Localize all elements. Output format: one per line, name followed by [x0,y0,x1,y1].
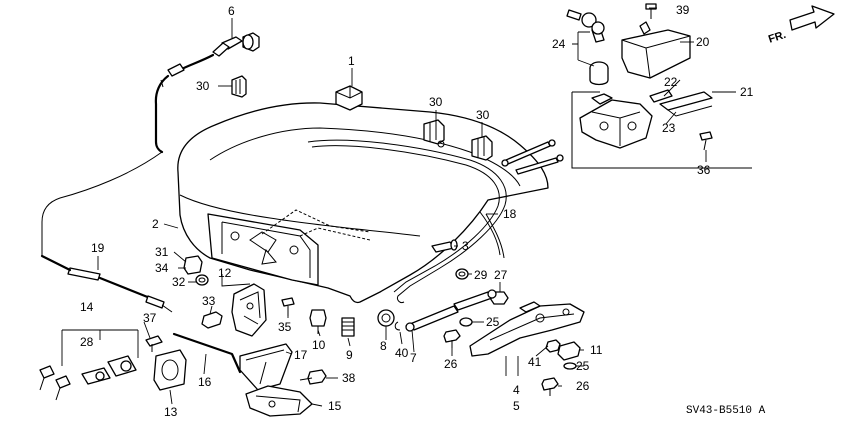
callout-28: 28 [80,335,94,349]
callout-38: 38 [342,371,356,385]
callout-20: 20 [696,35,710,49]
callout-10: 10 [312,338,326,352]
callout-11: 11 [590,343,603,357]
lock-cylinder [589,61,609,86]
cable-clip-left [231,75,247,98]
callout-24: 24 [552,37,566,51]
callout-33: 33 [202,294,216,308]
callout-7: 7 [410,351,417,365]
callout-6: 6 [228,4,235,18]
latch-group-bracket [571,91,752,169]
screw-36 [699,131,713,151]
screw-37 [145,335,163,352]
lock-keys [566,9,605,43]
callout-16: 16 [198,375,212,389]
callout-15: 15 [328,399,342,413]
latch-rod [172,332,242,374]
callout-3: 3 [462,239,469,253]
callout-41: 41 [528,355,542,369]
callout-5: 5 [513,399,520,413]
oring-25-lower [563,362,577,370]
bolt-38 [299,369,327,385]
callout-35: 35 [278,320,292,334]
callout-37: 37 [143,311,157,325]
bolt-3 [431,239,458,253]
nut-41 [545,339,561,353]
clip-40 [394,321,401,331]
direction-label: FR. [767,29,788,46]
trunk-handle [239,343,293,391]
trunk-bumper [335,85,363,111]
callout-12: 12 [218,266,232,280]
bumper-8 [377,309,395,327]
screw-35 [281,297,295,316]
bolt-26-right [541,377,559,396]
callout-40: 40 [395,346,409,360]
key-cylinder-28 [81,355,137,385]
harness-clip-center [423,119,445,148]
callout-27: 27 [494,268,508,282]
oring-25-upper [459,317,473,327]
key-set-14 [39,365,71,401]
callout-13: 13 [164,405,178,419]
gas-strut [405,289,497,332]
callout-23: 23 [662,121,676,135]
callout-30-right: 30 [476,108,490,122]
trunk-weatherstrip [307,139,507,303]
lock-plate-13 [153,349,187,391]
callout-26-left: 26 [444,357,458,371]
spring-9 [341,317,355,337]
callout-32: 32 [172,275,186,289]
striker-15 [245,385,313,417]
lock-cover [621,21,691,79]
harness-clip-right [471,135,493,161]
grommet-29 [455,268,469,280]
cap-31 [183,255,203,275]
trunk-lid [177,102,549,304]
callout-34: 34 [155,261,169,275]
callout-30-center: 30 [429,95,443,109]
screw-39 [645,3,657,19]
callout-14: 14 [80,300,94,314]
callout-25-upper: 25 [486,315,500,329]
callout-25-lower: 25 [576,359,590,373]
callout-36: 36 [697,163,711,177]
callout-21: 21 [740,85,754,99]
opener-cable [40,151,173,313]
bolt-26-left [443,329,461,348]
callout-26-right: 26 [576,379,590,393]
callout-22: 22 [664,75,678,89]
callout-2: 2 [152,217,159,231]
callout-4: 4 [513,383,520,397]
callout-8: 8 [380,339,387,353]
callout-30-left: 30 [196,79,210,93]
trunk-latch [231,283,267,337]
callout-39: 39 [676,3,690,17]
lid-support-rods [501,139,564,175]
callout-18: 18 [503,207,517,221]
clip-33 [201,311,223,329]
callout-labels: 6 39 20 24 1 30 30 30 22 21 23 36 2 18 1… [80,3,788,419]
leader-lines [61,7,736,407]
callout-31: 31 [155,245,169,259]
trunk-hinge [469,301,585,357]
callout-19: 19 [91,241,105,255]
callout-1: 1 [348,54,355,68]
callout-9: 9 [346,348,353,362]
grommet-32 [195,274,209,286]
drawing-code: SV43-B5510 A [686,405,766,417]
front-direction-arrow [789,5,835,31]
callout-29: 29 [474,268,488,282]
release-cable-upper [154,32,260,154]
cushion-11 [557,341,581,361]
latch-assembly [579,89,713,149]
callout-17: 17 [294,348,308,362]
